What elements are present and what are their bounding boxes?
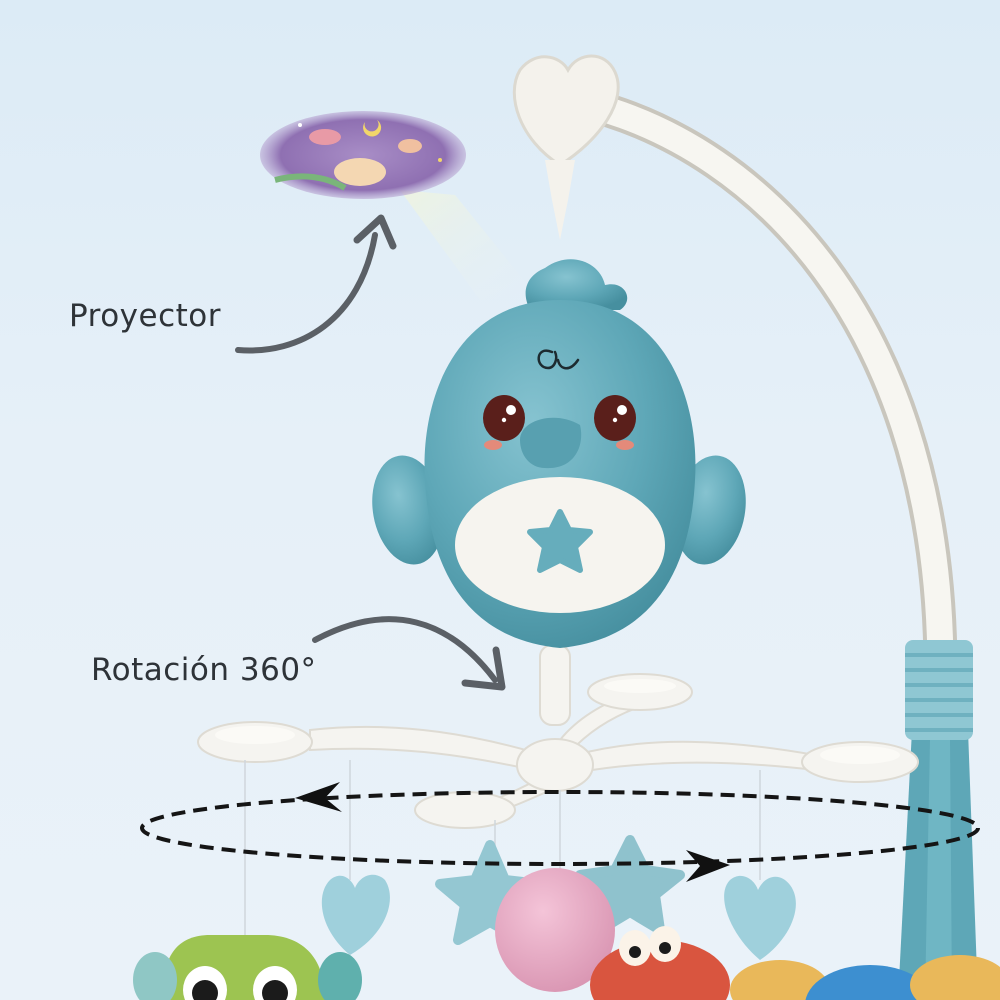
bird-projector-unit: [372, 259, 746, 648]
crab-toy: [590, 926, 730, 1000]
mobile-base-clamp: [898, 640, 978, 1000]
heart-hanger: [512, 54, 620, 240]
rotation-arrow: [312, 616, 498, 683]
rotation-loop-arrow-left: [295, 782, 342, 812]
rotation-label: Rotación 360°: [91, 652, 317, 688]
hanging-toys: [133, 835, 1000, 1000]
rotation-loop: [140, 790, 980, 866]
rotation-loop-arrow-right: [686, 850, 730, 882]
projector-label: Proyector: [69, 298, 222, 334]
projection-image: [260, 111, 466, 199]
projector-beam: [400, 190, 540, 300]
owl-toy: [133, 935, 362, 1000]
projector-arrow: [235, 232, 378, 354]
